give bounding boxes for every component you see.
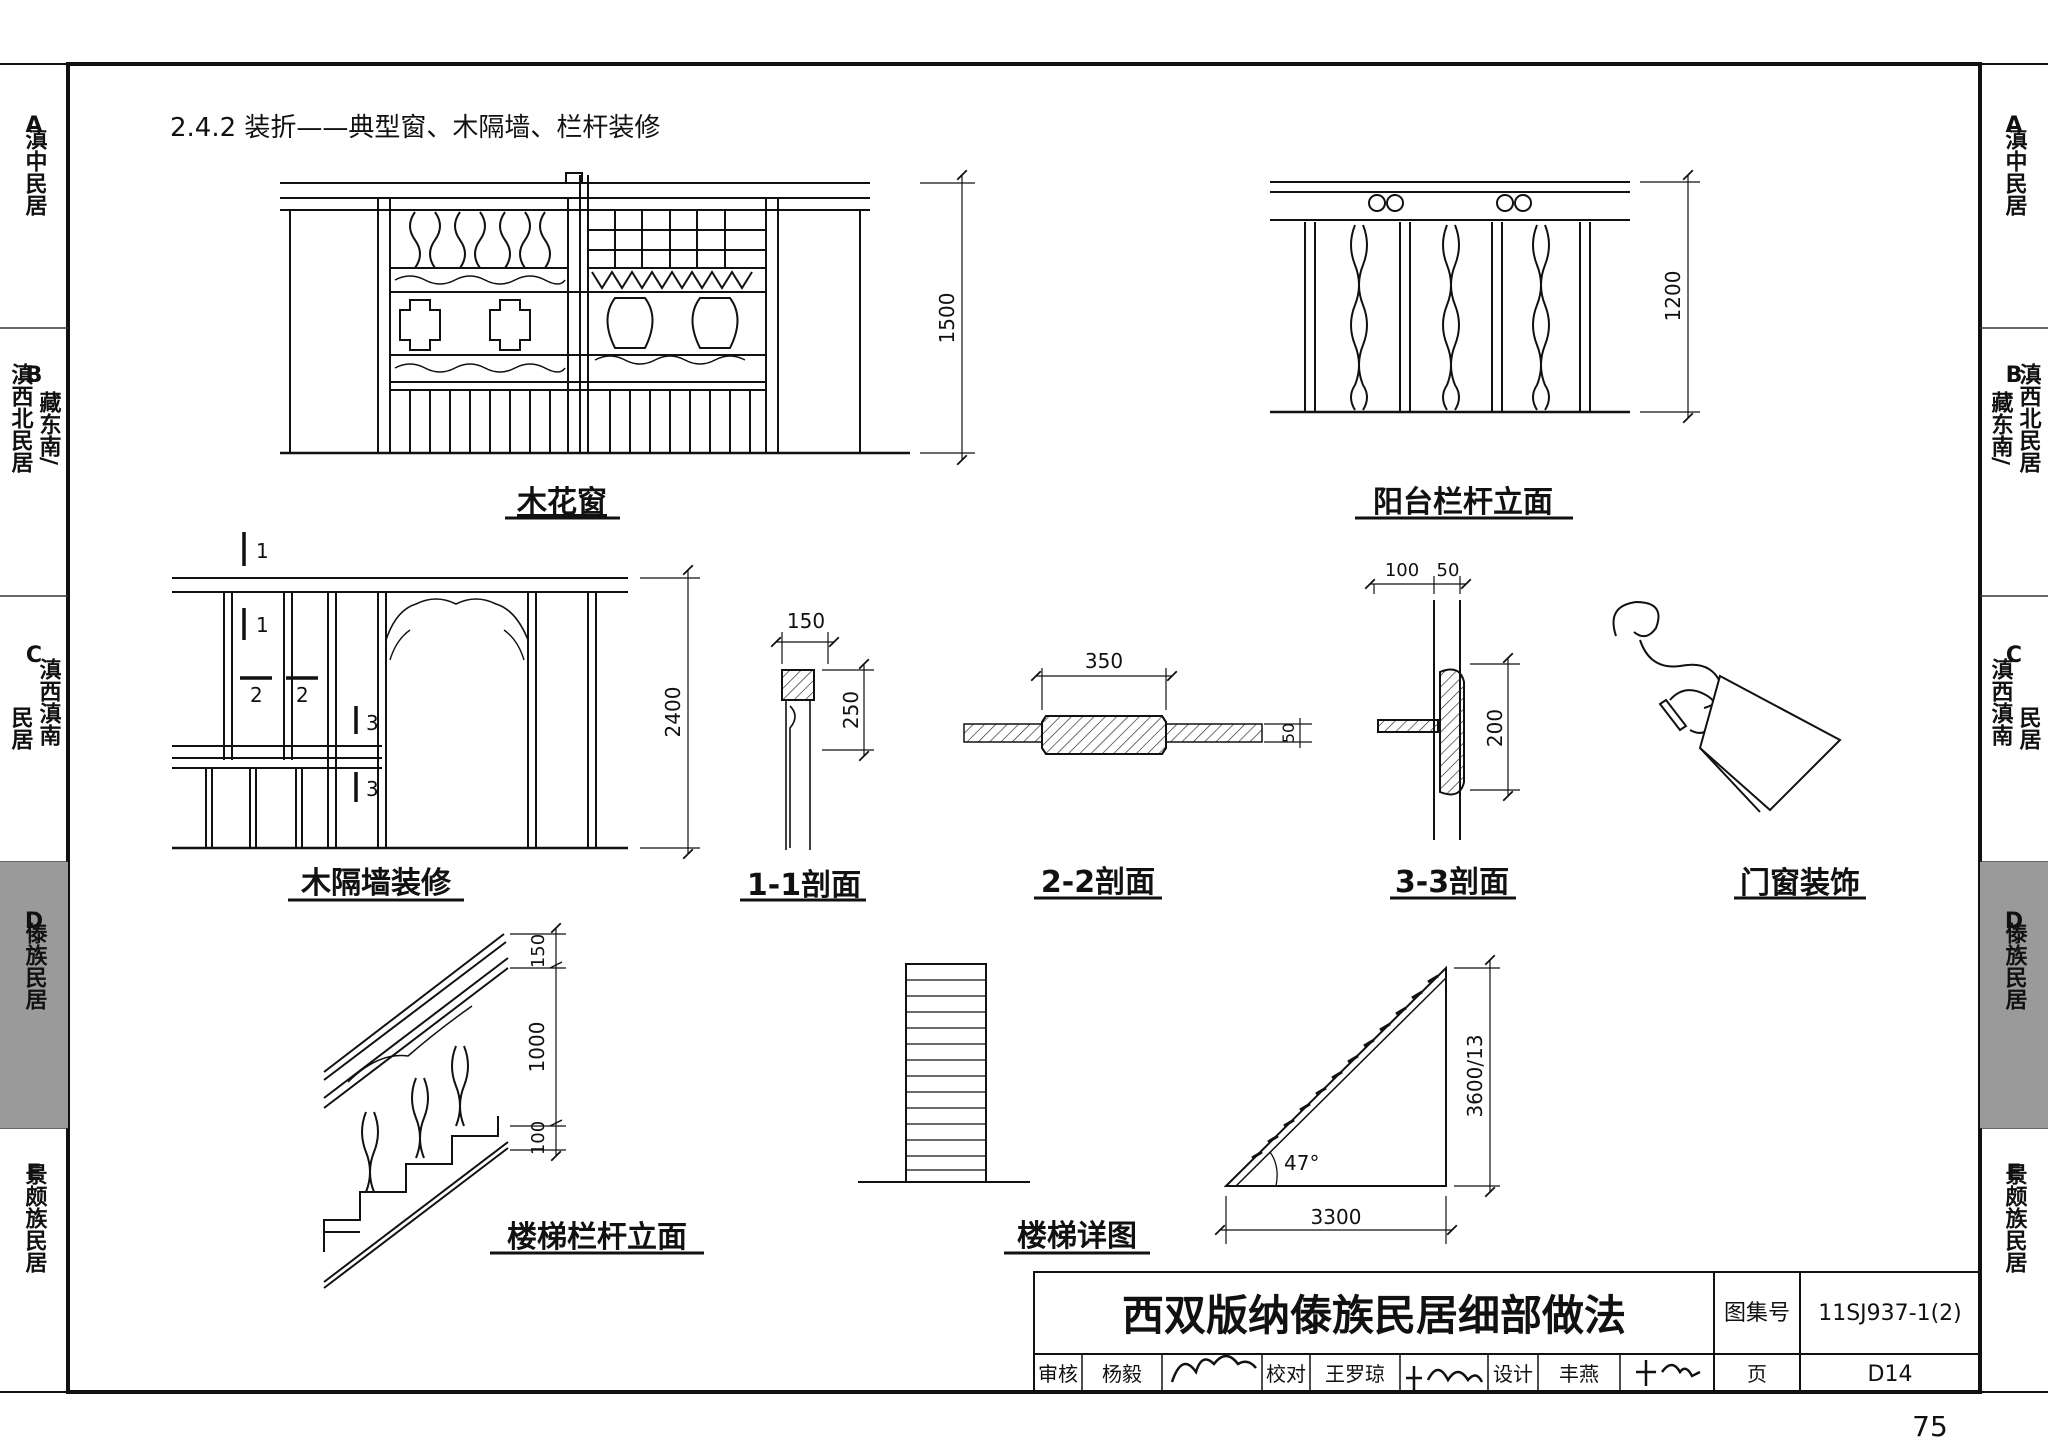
tab-e-letter[interactable]: E bbox=[26, 1161, 41, 1186]
checker-signature bbox=[1406, 1366, 1484, 1390]
page-label: 页 bbox=[1747, 1362, 1767, 1386]
stair-rail-dim-top: 150 bbox=[528, 934, 549, 968]
partition-marks: 1 1 2 2 3 3 bbox=[250, 539, 379, 801]
tab-d-letter[interactable]: D bbox=[25, 909, 43, 934]
section-2-width-dim: 350 bbox=[1085, 649, 1123, 673]
section-mark-3b: 3 bbox=[366, 777, 379, 801]
tab-c-letter[interactable]: C bbox=[26, 643, 42, 668]
partition-drawing bbox=[172, 532, 700, 860]
atlas-number: 11SJ937-1(2) bbox=[1818, 1301, 1962, 1326]
stair-section-angle: 47° bbox=[1284, 1151, 1319, 1175]
tab-d-label[interactable]: 傣族民居 bbox=[22, 921, 48, 1011]
stair-section-run-dim: 3300 bbox=[1311, 1205, 1362, 1229]
page-code: D14 bbox=[1868, 1362, 1913, 1387]
page-number: 75 bbox=[1912, 1410, 1948, 1443]
ornament-drawing bbox=[1612, 600, 1842, 813]
section-heading: 2.4.2 装折——典型窗、木隔墙、栏杆装修 bbox=[170, 113, 660, 143]
balcony-rail-drawing bbox=[1270, 169, 1700, 424]
rtab-e-letter[interactable]: E bbox=[2006, 1161, 2021, 1186]
stair-rail-dim-mid: 1000 bbox=[525, 1022, 549, 1073]
section-2-caption: 2-2剖面 bbox=[1041, 865, 1155, 900]
section-mark-2b: 2 bbox=[296, 683, 309, 707]
stair-rail-caption: 楼梯栏杆立面 bbox=[507, 1220, 687, 1255]
rtab-d-label[interactable]: 傣族民居 bbox=[2002, 921, 2028, 1011]
tab-c-label-2[interactable]: 民居 bbox=[8, 706, 34, 751]
right-tabs bbox=[1980, 327, 2048, 1129]
section-3-dim-100: 100 bbox=[1385, 560, 1419, 581]
section-mark-1a: 1 bbox=[256, 539, 269, 563]
balcony-rail-caption: 阳台栏杆立面 bbox=[1373, 485, 1553, 520]
designer-name: 丰燕 bbox=[1559, 1362, 1599, 1386]
tab-e-label[interactable]: 景颇族民居 bbox=[22, 1163, 48, 1274]
right-tab-text: A 滇中民居 B 滇西北民居 藏东南/ C 滇西滇南 民居 D 傣族民居 E 景… bbox=[1988, 113, 2042, 1274]
check-label: 校对 bbox=[1266, 1362, 1306, 1386]
section-3-drawing bbox=[1364, 576, 1520, 840]
stair-section-drawing bbox=[1214, 954, 1500, 1244]
section-2-thickness-dim: 50 bbox=[1279, 723, 1298, 743]
partition-caption: 木隔墙装修 bbox=[300, 866, 452, 901]
section-1-height-dim: 250 bbox=[839, 691, 863, 729]
section-1-width-dim: 150 bbox=[787, 609, 825, 633]
wood-window-caption: 木花窗 bbox=[516, 485, 607, 520]
partition-height-dim: 2400 bbox=[661, 687, 685, 738]
rtab-b-label-1[interactable]: 滇西北民居 bbox=[2016, 363, 2042, 474]
stair-section-rise-dim: 3600/13 bbox=[1463, 1034, 1487, 1117]
tab-c-label-1[interactable]: 滇西滇南 bbox=[36, 658, 62, 746]
tab-b-label-2[interactable]: 藏东南/ bbox=[36, 391, 62, 466]
section-3-dim-50: 50 bbox=[1437, 560, 1460, 581]
balcony-rail-height-dim: 1200 bbox=[1661, 271, 1685, 322]
designer-signature bbox=[1636, 1360, 1701, 1386]
rtab-c-letter[interactable]: C bbox=[2006, 643, 2022, 668]
rtab-a-letter[interactable]: A bbox=[2005, 113, 2022, 138]
reviewer-name: 杨毅 bbox=[1102, 1362, 1142, 1386]
tab-a-label[interactable]: 滇中民居 bbox=[22, 128, 48, 217]
stair-rail-dim-bottom: 100 bbox=[528, 1121, 549, 1155]
left-tab-text: A 滇中民居 B 滇西北民居 藏东南/ C 滇西滇南 民居 D 傣族民居 E 景… bbox=[8, 113, 62, 1274]
section-1-drawing bbox=[770, 632, 874, 850]
ornament-caption: 门窗装饰 bbox=[1740, 866, 1860, 901]
left-tabs bbox=[0, 327, 68, 1129]
reviewer-signature bbox=[1170, 1354, 1257, 1383]
rtab-b-label-2[interactable]: 藏东南/ bbox=[1988, 391, 2014, 466]
section-1-caption: 1-1剖面 bbox=[747, 868, 861, 903]
rtab-c-label-1[interactable]: 滇西滇南 bbox=[1988, 658, 2014, 746]
review-label: 审核 bbox=[1038, 1362, 1078, 1386]
stair-detail-caption: 楼梯详图 bbox=[1017, 1219, 1137, 1254]
rtab-e-label[interactable]: 景颇族民居 bbox=[2002, 1163, 2028, 1274]
rtab-b-letter[interactable]: B bbox=[2006, 363, 2023, 388]
section-3-height-dim: 200 bbox=[1483, 709, 1507, 747]
drawing-title: 西双版纳傣族民居细部做法 bbox=[1122, 1291, 1626, 1340]
title-block bbox=[1033, 1271, 1981, 1393]
rtab-c-label-2[interactable]: 民居 bbox=[2016, 706, 2042, 751]
tab-a-letter[interactable]: A bbox=[25, 113, 42, 138]
rtab-d-letter[interactable]: D bbox=[2005, 909, 2023, 934]
wood-window-height-dim: 1500 bbox=[935, 293, 959, 344]
stair-plan-drawing bbox=[858, 963, 1030, 1183]
atlas-label: 图集号 bbox=[1724, 1301, 1790, 1326]
section-mark-2a: 2 bbox=[250, 683, 263, 707]
design-label: 设计 bbox=[1493, 1362, 1533, 1386]
stair-rail-drawing bbox=[323, 922, 566, 1289]
section-mark-1b: 1 bbox=[256, 613, 269, 637]
tab-b-label-1[interactable]: 滇西北民居 bbox=[8, 363, 34, 474]
tab-b-letter[interactable]: B bbox=[26, 363, 43, 388]
wood-window-drawing bbox=[280, 169, 975, 466]
section-mark-3a: 3 bbox=[366, 711, 379, 735]
checker-name: 王罗琼 bbox=[1325, 1362, 1385, 1386]
section-3-caption: 3-3剖面 bbox=[1395, 865, 1509, 900]
rtab-a-label[interactable]: 滇中民居 bbox=[2002, 128, 2028, 217]
section-2-drawing bbox=[963, 668, 1312, 755]
